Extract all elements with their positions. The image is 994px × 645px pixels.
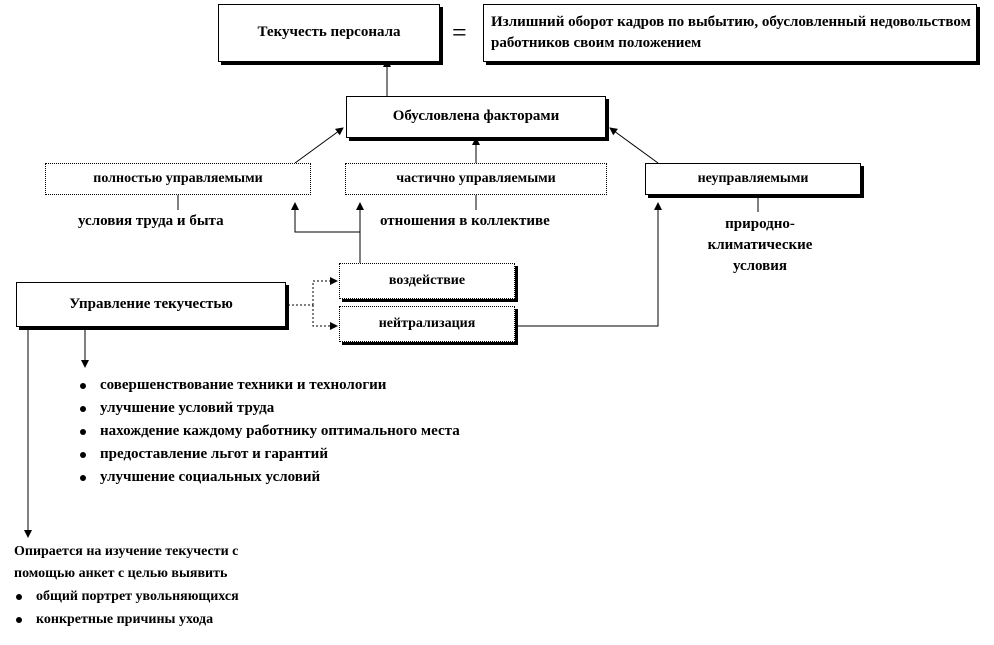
- factors-label: Обусловлена факторами: [392, 108, 560, 125]
- neutralization-box: нейтрализация: [339, 306, 515, 342]
- list-item: улучшение условий труда: [78, 397, 460, 420]
- partially-managed-box: частично управляемыми: [345, 163, 607, 195]
- neutralization-label: нейтрализация: [378, 315, 476, 331]
- management-label: Управление текучестью: [69, 295, 233, 312]
- arrow-influence-to-fully: [291, 202, 361, 263]
- arrow-neutralization-to-unmanaged: [516, 202, 662, 327]
- list-item: предоставление льгот и гарантий: [78, 443, 460, 466]
- labor-conditions-label: условия труда и быта: [78, 213, 224, 229]
- list-item: конкретные причины ухода: [14, 608, 239, 631]
- turnover-label: Текучесть персонала: [257, 24, 401, 41]
- unmanaged-label: неуправляемыми: [697, 170, 809, 186]
- fully-managed-box: полностью управляемыми: [45, 163, 311, 195]
- fully-managed-label: полностью управляемыми: [93, 170, 263, 186]
- climate-conditions-label: природно-климатические условия: [707, 216, 813, 274]
- list-item: общий портрет увольняющихся: [14, 585, 239, 608]
- list-item: нахождение каждому работнику оптимальног…: [78, 420, 460, 443]
- measures-list: совершенствование техники и технологии у…: [78, 374, 460, 489]
- arrow-management-to-neutralization: [312, 305, 338, 330]
- arrow-management-to-influence: [312, 277, 338, 305]
- turnover-box: Текучесть персонала: [218, 4, 440, 62]
- list-item: совершенствование техники и технологии: [78, 374, 460, 397]
- study-text: Опирается на изучение текучести с помощь…: [14, 544, 239, 581]
- partially-managed-label: частично управляемыми: [396, 170, 556, 186]
- definition-text: Излишний оборот кадров по выбытию, обусл…: [491, 14, 971, 51]
- factors-box: Обусловлена факторами: [346, 96, 606, 138]
- unmanaged-box: неуправляемыми: [645, 163, 861, 195]
- definition-box: Излишний оборот кадров по выбытию, обусл…: [483, 4, 977, 62]
- arrow-unmanaged-to-factors: [609, 127, 659, 164]
- arrow-fully-to-factors: [294, 127, 344, 164]
- team-relations-label: отношения в коллективе: [380, 213, 550, 229]
- study-list: общий портрет увольняющихся конкретные п…: [14, 585, 239, 631]
- management-box: Управление текучестью: [16, 282, 286, 327]
- influence-box: воздействие: [339, 263, 515, 299]
- influence-label: воздействие: [388, 272, 466, 288]
- equals-sign: =: [452, 18, 467, 47]
- list-item: улучшение социальных условий: [78, 466, 460, 489]
